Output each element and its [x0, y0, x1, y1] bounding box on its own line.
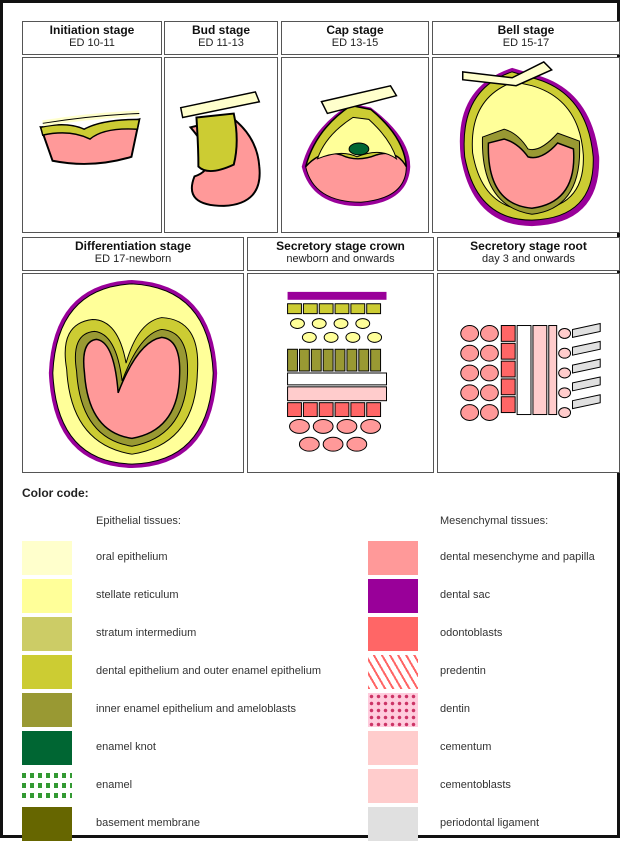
bell-diagram — [432, 57, 620, 233]
stage-header-secretory-crown: Secretory stage crown newborn and onward… — [247, 237, 434, 271]
bud-diagram — [164, 57, 278, 233]
legend-swatch — [368, 731, 418, 765]
stage-subtitle: ED 13-15 — [282, 37, 428, 49]
legend-label: enamel — [96, 779, 132, 791]
legend-swatch — [22, 769, 72, 803]
stage-header-bud: Bud stage ED 11-13 — [164, 21, 278, 55]
stage-title: Initiation stage — [23, 22, 161, 37]
legend-swatch — [22, 541, 72, 575]
legend-label: inner enamel epithelium and ameloblasts — [96, 703, 296, 715]
legend-swatch — [22, 579, 72, 613]
stage-header-differentiation: Differentiation stage ED 17-newborn — [22, 237, 244, 271]
epithelial-header: Epithelial tissues: — [96, 515, 181, 527]
stage-header-initiation: Initiation stage ED 10-11 — [22, 21, 162, 55]
stage-subtitle: ED 17-newborn — [23, 253, 243, 265]
legend-swatch — [22, 807, 72, 841]
cap-diagram — [281, 57, 429, 233]
legend-swatch — [368, 617, 418, 651]
stage-header-bell: Bell stage ED 15-17 — [432, 21, 620, 55]
legend-title: Color code: — [22, 486, 89, 500]
legend-swatch — [22, 731, 72, 765]
secretory-crown-diagram — [247, 273, 434, 473]
legend-label: cementum — [440, 741, 491, 753]
stage-header-cap: Cap stage ED 13-15 — [281, 21, 429, 55]
stage-title: Cap stage — [282, 22, 428, 37]
legend-swatch — [368, 579, 418, 613]
stage-title: Bell stage — [433, 22, 619, 37]
legend-swatch — [22, 617, 72, 651]
stage-subtitle: newborn and onwards — [248, 253, 433, 265]
legend-label: stratum intermedium — [96, 627, 196, 639]
legend-label: basement membrane — [96, 817, 200, 829]
stage-subtitle: day 3 and onwards — [438, 253, 619, 265]
stage-title: Secretory stage root — [438, 238, 619, 253]
legend-label: dental mesenchyme and papilla — [440, 551, 595, 563]
initiation-diagram — [22, 57, 162, 233]
legend-label: dental sac — [440, 589, 490, 601]
stage-title: Secretory stage crown — [248, 238, 433, 253]
legend-label: dental epithelium and outer enamel epith… — [96, 665, 321, 677]
legend-label: oral epithelium — [96, 551, 168, 563]
legend-label: periodontal ligament — [440, 817, 539, 829]
legend-swatch — [368, 541, 418, 575]
legend-swatch — [22, 655, 72, 689]
stage-subtitle: ED 15-17 — [433, 37, 619, 49]
legend-label: dentin — [440, 703, 470, 715]
legend-label: enamel knot — [96, 741, 156, 753]
mesenchymal-header: Mesenchymal tissues: — [440, 515, 548, 527]
legend-swatch — [22, 693, 72, 727]
stage-title: Differentiation stage — [23, 238, 243, 253]
legend-label: odontoblasts — [440, 627, 502, 639]
stage-subtitle: ED 10-11 — [23, 37, 161, 49]
stage-title: Bud stage — [165, 22, 277, 37]
legend-swatch — [368, 655, 418, 689]
differentiation-diagram — [22, 273, 244, 473]
legend-swatch — [368, 693, 418, 727]
stage-subtitle: ED 11-13 — [165, 37, 277, 49]
legend-swatch — [368, 769, 418, 803]
legend-label: stellate reticulum — [96, 589, 179, 601]
secretory-root-diagram — [437, 273, 620, 473]
legend-swatch — [368, 807, 418, 841]
stage-header-secretory-root: Secretory stage root day 3 and onwards — [437, 237, 620, 271]
legend-label: predentin — [440, 665, 486, 677]
legend-label: cementoblasts — [440, 779, 511, 791]
